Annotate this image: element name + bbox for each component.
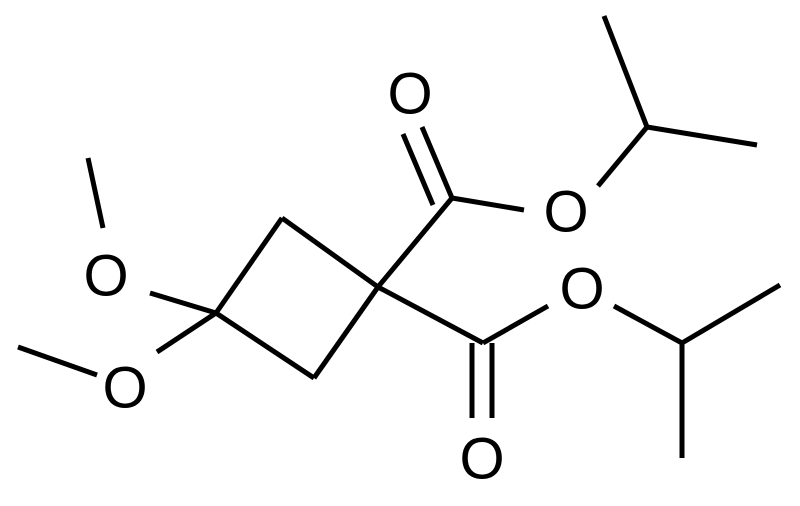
bond-c-o-methoxy-lower: [155, 310, 218, 355]
atom-label-o-ester-lower: O: [559, 257, 604, 322]
bond-o-ch-isopropyl-upper: [596, 125, 649, 188]
bond-isopropyl-upper-methyl-b: [646, 124, 758, 148]
bond-o-ch3-methoxy-upper: [85, 157, 106, 229]
methoxy-group-upper: [85, 157, 217, 316]
bond-ring-carbonyl-lower: [376, 284, 485, 346]
methoxy-group-lower: [17, 310, 218, 378]
ring-bond-right: [311, 285, 381, 380]
atom-label-o-methoxy-lower: O: [102, 356, 147, 421]
ester-group-lower: [376, 282, 782, 458]
ester-group-upper: [376, 15, 758, 289]
atom-label-o-carbonyl-lower: O: [459, 427, 504, 492]
bond-isopropyl-lower-methyl-a: [680, 282, 782, 346]
ring-bond-top: [280, 215, 380, 290]
cyclobutane-ring: [213, 215, 381, 381]
ring-bond-bottom: [214, 310, 316, 381]
double-bond-carbonyl-upper-b: [400, 133, 436, 206]
atom-label-o-methoxy-upper: O: [83, 244, 128, 309]
bond-carbonyl-o-ester-lower: [481, 303, 550, 346]
atom-labels: O O O O O O: [83, 62, 604, 492]
bond-o-ch3-methoxy-lower: [17, 344, 98, 378]
double-bond-carbonyl-upper-a: [419, 126, 455, 199]
bond-ring-carbonyl-upper: [376, 196, 454, 289]
atom-label-o-ester-upper: O: [543, 180, 588, 245]
bond-isopropyl-upper-methyl-a: [601, 15, 650, 128]
ring-bond-left: [213, 216, 285, 315]
atom-label-o-carbonyl-upper: O: [387, 62, 432, 127]
bond-o-ch-isopropyl-lower: [612, 303, 684, 346]
bond-c-o-methoxy-upper: [149, 290, 217, 316]
bond-carbonyl-o-ester-upper: [451, 195, 525, 213]
